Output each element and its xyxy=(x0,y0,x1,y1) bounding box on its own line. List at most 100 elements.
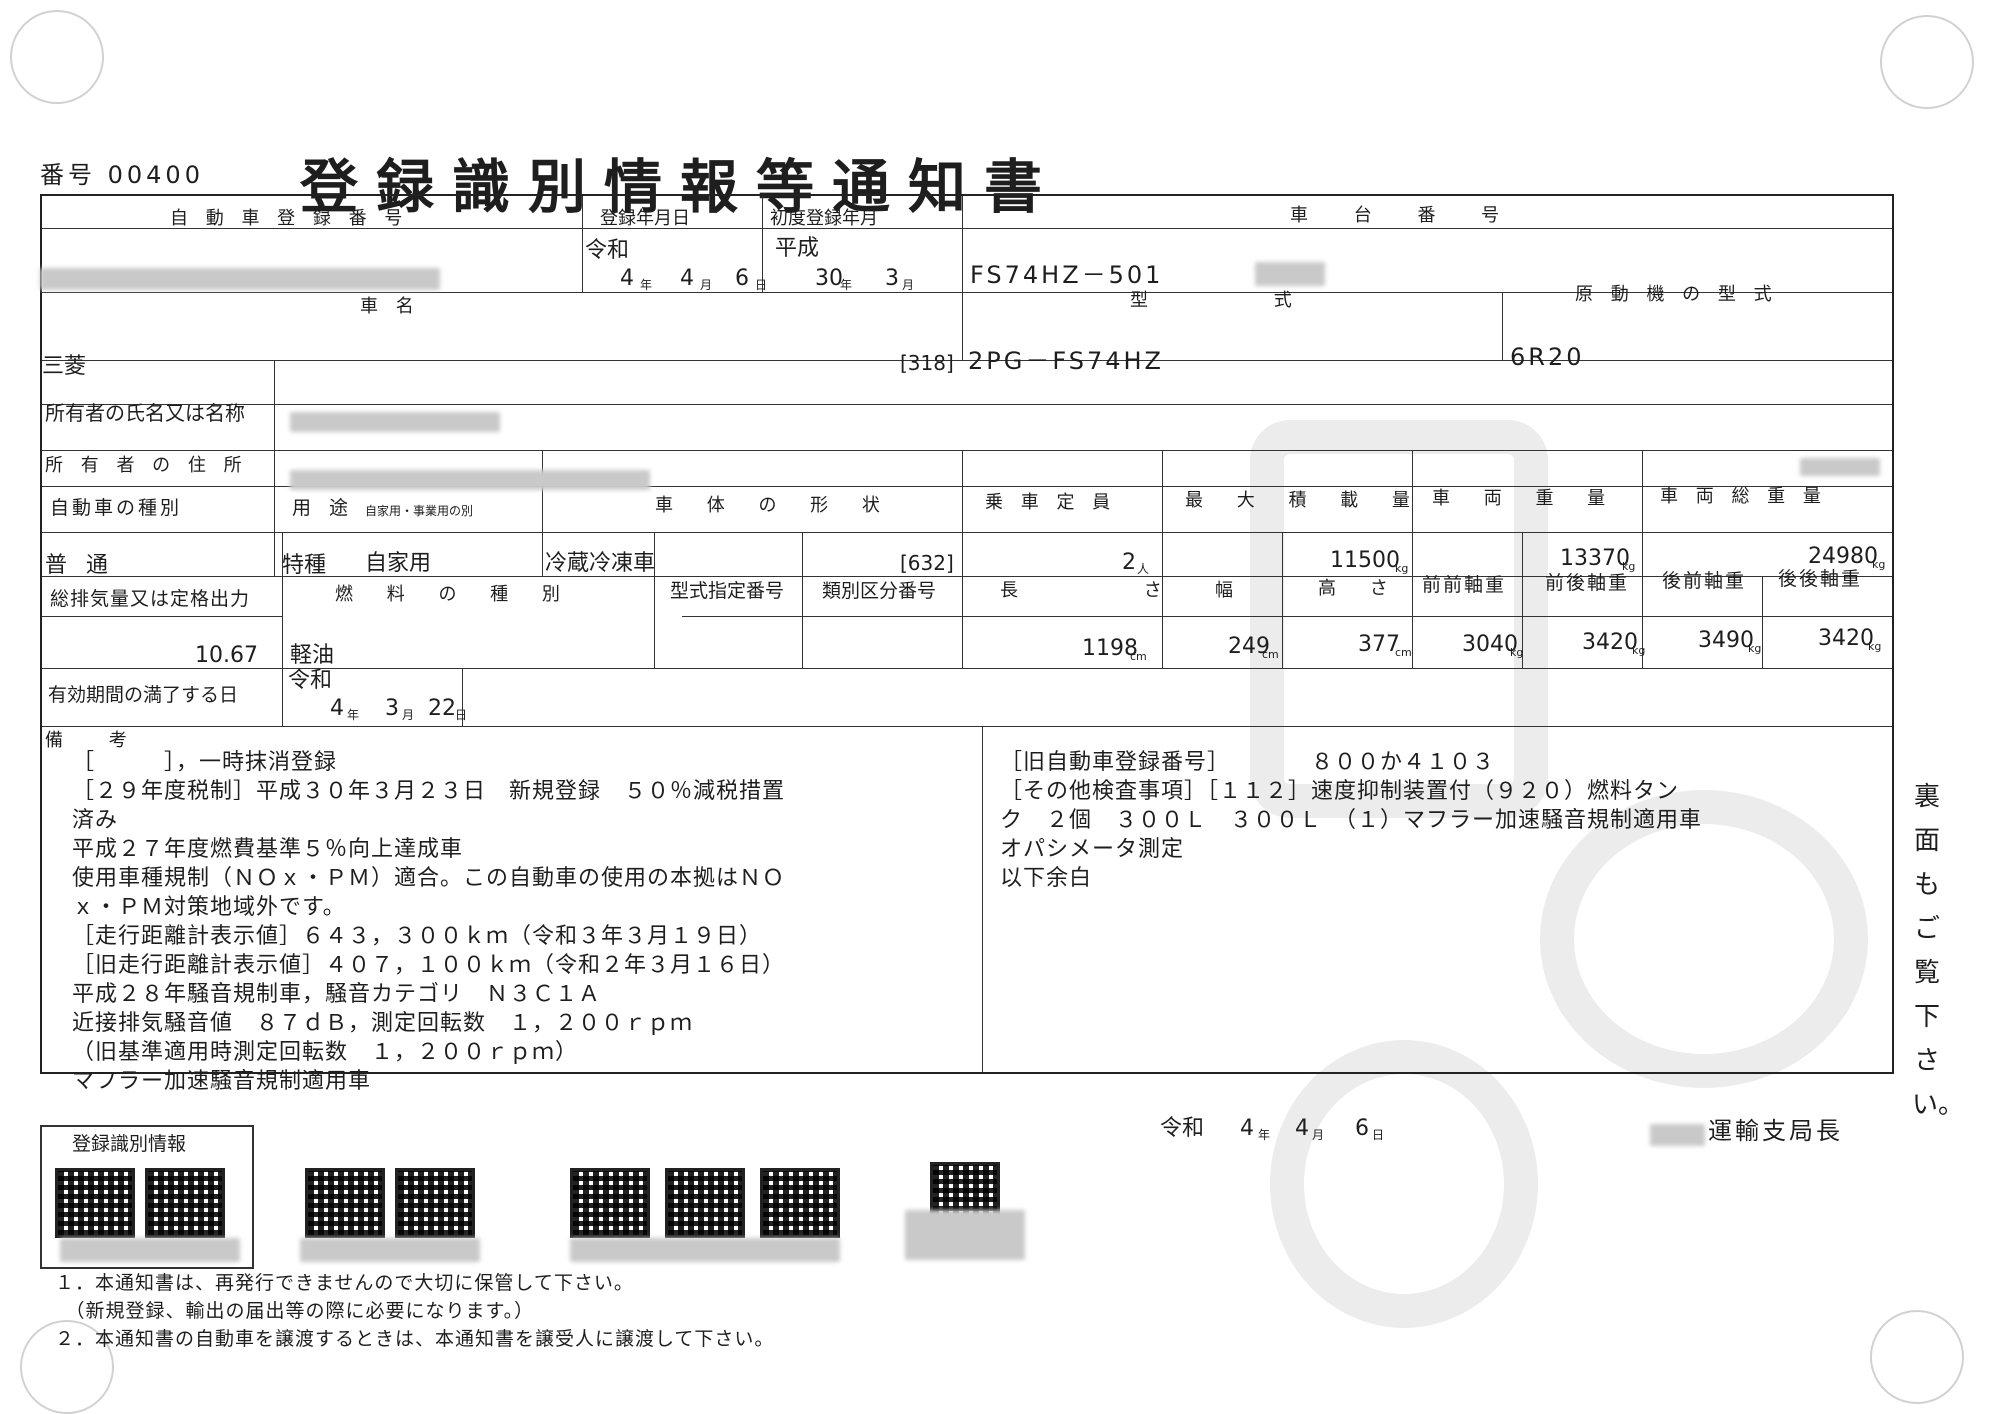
qr-code-box xyxy=(40,1125,254,1269)
width-unit: cm xyxy=(1262,648,1279,661)
remarks-line: 済み xyxy=(72,808,119,833)
issuing-authority: 運輸支局長 xyxy=(1708,1117,1843,1145)
issue-day: 6 xyxy=(1355,1116,1369,1141)
vehicle-weight: 13370 xyxy=(1560,546,1630,571)
label-capacity: 乗 車 定 員 xyxy=(985,492,1117,513)
reg-month-unit: 月 xyxy=(700,278,713,292)
use: 特種 xyxy=(282,553,327,578)
label-remarks: 備 考 xyxy=(45,730,147,751)
valid-era: 令和 xyxy=(288,668,333,693)
label-first-reg-date: 初度登録年月 xyxy=(770,208,878,229)
label-valid-until: 有効期間の満了する日 xyxy=(48,684,239,706)
valid-month-unit: 月 xyxy=(402,708,415,722)
label-rr-axle: 後後軸重 xyxy=(1778,568,1863,590)
remarks-line: ［旧自動車登録番号］ ８００か４１０３ xyxy=(1000,750,1496,775)
label-vehicle-reg-number: 自 動 車 登 録 番 号 xyxy=(170,208,409,229)
fr-axle-unit: kg xyxy=(1632,644,1646,657)
label-width: 幅 xyxy=(1215,580,1239,601)
label-fuel-type: 燃 料 の 種 別 xyxy=(335,584,574,605)
max-load: 11500 xyxy=(1330,548,1400,573)
max-load-unit: kg xyxy=(1395,562,1409,575)
fr-axle: 3420 xyxy=(1582,630,1638,655)
rr-axle: 3420 xyxy=(1818,626,1874,651)
redacted-qr-text xyxy=(60,1238,240,1262)
label-engine-model: 原 動 機 の 型 式 xyxy=(1575,284,1778,305)
redacted-qr-text xyxy=(570,1238,840,1262)
issue-month: 4 xyxy=(1295,1116,1309,1141)
redacted-qr-text xyxy=(905,1210,1025,1260)
label-use: 用 途 xyxy=(292,497,355,519)
reg-day: 6 xyxy=(735,266,749,291)
rf-axle-unit: kg xyxy=(1748,642,1762,655)
valid-month: 3 xyxy=(385,696,399,721)
capacity: 2 xyxy=(1122,550,1136,575)
vehicle-type: 普 通 xyxy=(45,553,114,578)
page-title: 登録識別情報等通知書 xyxy=(300,153,1061,221)
corner-ornament xyxy=(1870,1310,1964,1404)
first-reg-year-unit: 年 xyxy=(840,278,853,292)
rf-axle: 3490 xyxy=(1698,628,1754,653)
label-displacement: 総排気量又は定格出力 xyxy=(50,588,251,610)
issue-month-unit: 月 xyxy=(1312,1128,1325,1142)
height-unit: cm xyxy=(1395,646,1412,659)
redacted-qr-text xyxy=(300,1238,480,1262)
vehicle-weight-unit: kg xyxy=(1622,560,1636,573)
remarks-line: ［２９年度税制］平成３０年３月２３日 新規登録 ５０％減税措置 xyxy=(72,779,786,804)
qr-code xyxy=(760,1168,840,1238)
registration-table xyxy=(40,194,1894,1074)
reg-year-unit: 年 xyxy=(640,278,653,292)
label-fr-axle: 前後軸重 xyxy=(1545,572,1630,594)
remarks-line: ［旧走行距離計表示値］４０７，１００ｋｍ（令和２年３月１６日） xyxy=(72,953,786,978)
note-1: １．本通知書は、再発行できませんので大切に保管して下さい。 xyxy=(55,1272,634,1294)
first-reg-month: 3 xyxy=(885,266,899,291)
reg-month: 4 xyxy=(680,266,694,291)
remarks-right: ［旧自動車登録番号］ ８００か４１０３ ［その他検査事項］［１１２］速度抑制装置… xyxy=(1000,748,1702,893)
document-number: 番号 00400 xyxy=(40,161,204,189)
reg-year: 4 xyxy=(620,266,634,291)
label-height: 高 さ xyxy=(1318,578,1402,599)
issue-day-unit: 日 xyxy=(1372,1128,1385,1142)
label-body-shape: 車 体 の 形 状 xyxy=(655,495,894,516)
first-reg-month-unit: 月 xyxy=(902,278,915,292)
remarks-line: （旧基準適用時測定回転数 １，２００ｒｐｍ） xyxy=(72,1040,579,1065)
height: 377 xyxy=(1358,632,1400,657)
label-private-business: 自家用・事業用の別 xyxy=(365,504,474,518)
label-reg-date: 登録年月日 xyxy=(600,208,690,229)
remarks-line: ［走行距離計表示値］６４３，３００ｋｍ（令和３年３月１９日） xyxy=(72,924,763,949)
chassis-number: FS74HZ－501 xyxy=(970,261,1164,289)
length: 1198 xyxy=(1082,636,1138,661)
remarks-line: ［ ］，一時抹消登録 xyxy=(72,750,338,775)
note-1-sub: （新規登録、輸出の届出等の際に必要になります。） xyxy=(55,1300,535,1322)
redacted-owner-name xyxy=(290,412,500,432)
qr-code xyxy=(305,1168,385,1238)
remarks-line: 使用車種規制（ＮＯｘ・ＰＭ）適合。この自動車の使用の本拠はＮＯ xyxy=(72,866,786,891)
valid-year-unit: 年 xyxy=(347,708,360,722)
issue-year-unit: 年 xyxy=(1258,1128,1271,1142)
rr-axle-unit: kg xyxy=(1868,640,1882,653)
remarks-line: ［その他検査事項］［１１２］速度抑制装置付（９２０）燃料タン xyxy=(1000,779,1680,804)
remarks-line: オパシメータ測定 xyxy=(1000,837,1185,862)
label-chassis-number: 車 台 番 号 xyxy=(1290,205,1520,226)
length-unit: cm xyxy=(1130,650,1147,663)
label-length: 長 さ xyxy=(1000,580,1222,601)
qr-code xyxy=(55,1168,135,1238)
gross-weight-unit: kg xyxy=(1872,558,1886,571)
label-vehicle-weight: 車 両 重 量 xyxy=(1432,488,1620,509)
label-max-load: 最 大 積 載 量 xyxy=(1185,490,1424,511)
first-reg-year: 30 xyxy=(815,266,843,291)
remarks-line: マフラー加速騒音規制適用車 xyxy=(72,1069,372,1094)
valid-year: 4 xyxy=(330,696,344,721)
valid-day-unit: 日 xyxy=(455,708,468,722)
label-owner-address: 所 有 者 の 住 所 xyxy=(45,455,248,476)
remarks-line: 以下余白 xyxy=(1000,866,1093,891)
label-ff-axle: 前前軸重 xyxy=(1422,574,1507,596)
remarks-line: ｘ・ＰＭ対策地域外です。 xyxy=(72,895,346,920)
car-name: 三菱 xyxy=(42,354,87,379)
issue-era: 令和 xyxy=(1160,1116,1205,1141)
issue-year: 4 xyxy=(1240,1116,1254,1141)
qr-code xyxy=(395,1168,475,1238)
redacted-reg-number xyxy=(40,268,440,290)
corner-ornament xyxy=(10,10,104,104)
redacted-owner-address xyxy=(290,470,650,490)
see-reverse-note: 裏面もご覧下さい。 xyxy=(1912,782,1965,1120)
